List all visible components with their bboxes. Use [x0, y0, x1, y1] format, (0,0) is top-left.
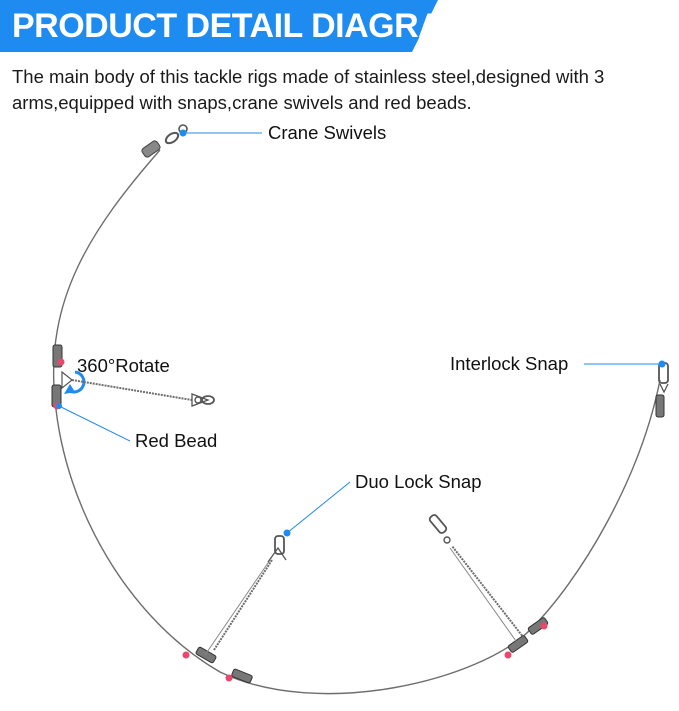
label-crane-swivels: Crane Swivels — [268, 122, 387, 143]
left-arm-leader — [71, 379, 193, 401]
banner-shape — [0, 0, 438, 52]
main-wire — [52, 149, 661, 695]
red-bead — [225, 674, 233, 682]
callout-red-bead — [56, 403, 131, 442]
left-arm-junction — [51, 344, 73, 410]
page-title: PRODUCT DETAIL DIAGRAM — [12, 7, 471, 45]
red-bead — [57, 358, 65, 366]
title-banner: PRODUCT DETAIL DIAGRAM — [0, 0, 471, 52]
bottom-right-arm — [428, 514, 549, 659]
rotate-icon — [64, 370, 86, 394]
description-text: The main body of this tackle rigs made o… — [12, 66, 605, 113]
red-bead — [504, 651, 512, 659]
left-arm-snap — [191, 393, 215, 407]
red-bead — [182, 651, 190, 659]
callout-duo-lock-snap — [283, 481, 351, 537]
label-360-rotate: 360°Rotate — [77, 355, 170, 376]
label-interlock-snap: Interlock Snap — [450, 353, 569, 374]
red-bead — [540, 622, 548, 630]
crane-swivel — [141, 124, 188, 158]
callout-crane-swivels — [179, 129, 262, 137]
bottom-left-arm — [182, 535, 287, 684]
label-duo-lock-snap: Duo Lock Snap — [355, 471, 482, 492]
label-red-bead: Red Bead — [135, 430, 218, 451]
callout-interlock-snap — [584, 360, 666, 368]
